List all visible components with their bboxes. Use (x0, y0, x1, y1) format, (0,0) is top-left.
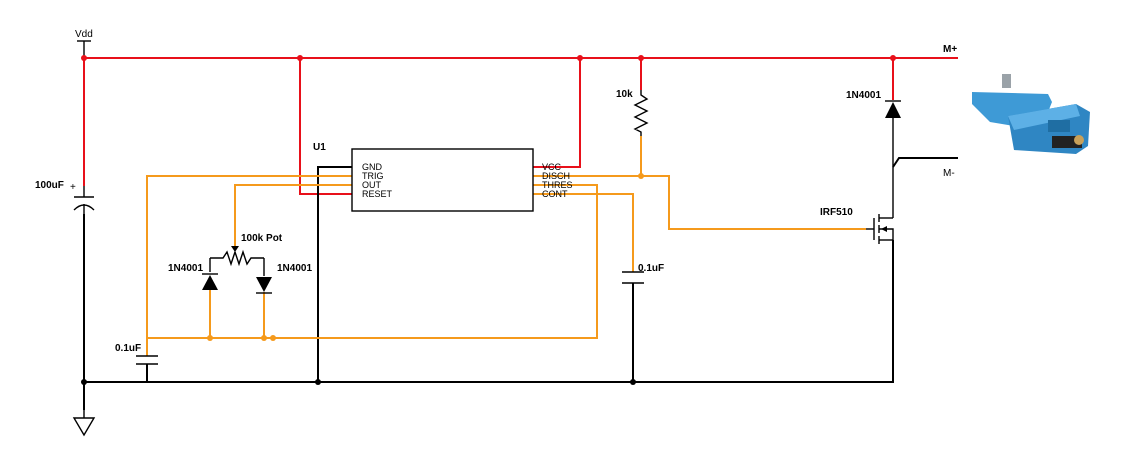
pin-disch: DISCH (542, 171, 570, 181)
label-cap-plus: + (70, 182, 76, 193)
pin-trig: TRIG (362, 171, 384, 181)
signal-wires (146, 136, 866, 356)
label-pot: 100k Pot (241, 233, 283, 244)
ground-symbol-icon (72, 417, 96, 437)
pin-reset: RESET (362, 189, 393, 199)
label-diode-flyback: 1N4001 (846, 90, 881, 101)
label-cap-trig: 0.1uF (115, 343, 141, 354)
pin-out: OUT (362, 180, 382, 190)
mosfet-irf510 (866, 167, 894, 244)
resistor-10k (633, 90, 649, 136)
label-diode-right: 1N4001 (277, 263, 312, 274)
pin-gnd: GND (362, 162, 383, 172)
ground-wires (77, 40, 958, 410)
power-wires (83, 57, 958, 195)
label-cap-cont: 0.1uF (638, 263, 664, 274)
pin-cont: CONT (542, 189, 568, 199)
label-m-plus: M+ (943, 44, 957, 55)
gear-motor-icon (972, 74, 1090, 154)
pin-thres: THRES (542, 180, 573, 190)
diode-left (202, 273, 218, 290)
diode-flyback (885, 100, 901, 167)
label-mosfet: IRF510 (820, 207, 853, 218)
capacitor-cont (622, 271, 644, 284)
label-r10k: 10k (616, 89, 633, 100)
capacitor-trig (136, 355, 158, 365)
label-m-minus: M- (943, 168, 955, 179)
label-diode-left: 1N4001 (168, 263, 203, 274)
label-vdd: Vdd (75, 29, 93, 40)
junctions (81, 55, 896, 385)
capacitor-100uf (73, 186, 95, 214)
pin-vcc: VCC (542, 162, 562, 172)
label-u1: U1 (313, 142, 326, 153)
label-cap-100uf: 100uF (35, 180, 64, 191)
ic-555-body (351, 148, 534, 212)
potentiometer-100k (209, 246, 265, 276)
diode-right (256, 277, 272, 294)
